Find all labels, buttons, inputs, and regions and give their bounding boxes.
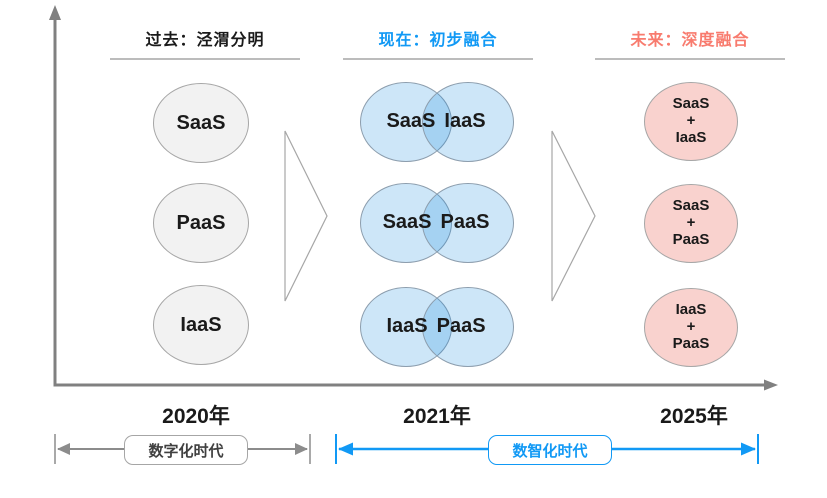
digital-intelligence-era-box: 数智化时代 (488, 435, 612, 465)
venn2-label: SaaS PaaS (346, 183, 526, 261)
merged2-plus: + (686, 214, 696, 232)
merged3-plus: + (686, 318, 696, 336)
blue-range-arrowhead-right-icon (741, 442, 756, 456)
y-axis-arrowhead-icon (49, 5, 61, 20)
gray-range-arrowhead-right-icon (295, 443, 308, 455)
transition-triangle-arrow-2 (551, 130, 596, 302)
digital-era-box: 数字化时代 (124, 435, 248, 465)
past-paas-circle: PaaS (153, 183, 249, 263)
venn3-right-label: PaaS (436, 314, 486, 337)
venn1-left-label: SaaS (386, 109, 436, 132)
merged3-line1: IaaS (675, 301, 707, 319)
venn1-right-label: IaaS (444, 109, 486, 132)
future-saas-paas-circle: SaaS + PaaS (644, 184, 738, 263)
venn1-right-circle (422, 82, 514, 162)
venn2-right-label: PaaS (440, 210, 490, 233)
merged1-plus: + (686, 112, 696, 130)
past-section-title: 过去：泾渭分明 (145, 32, 265, 49)
merged1-line1: SaaS (672, 95, 710, 113)
x-axis-arrowhead-icon (764, 379, 778, 391)
gray-range-arrowhead-left-icon (57, 443, 70, 455)
transition-triangle-arrow-1 (284, 130, 328, 302)
past-saas-label: SaaS (176, 111, 226, 134)
venn3-label: IaaS PaaS (346, 287, 526, 365)
year-label-2020: 2020年 (162, 405, 230, 428)
future-iaas-paas-circle: IaaS + PaaS (644, 288, 738, 367)
merged2-line1: SaaS (672, 197, 710, 215)
digital-intelligence-era-label: 数智化时代 (512, 442, 588, 460)
past-paas-label: PaaS (176, 211, 226, 234)
merged1-line3: IaaS (675, 128, 707, 146)
venn1-label: SaaS IaaS (346, 82, 526, 160)
year-label-2021: 2021年 (403, 405, 471, 428)
digital-era-label: 数字化时代 (148, 442, 224, 460)
blue-range-arrowhead-left-icon (338, 442, 353, 456)
present-section-title: 现在：初步融合 (378, 32, 498, 49)
past-iaas-label: IaaS (180, 313, 222, 336)
venn3-left-label: IaaS (386, 314, 428, 337)
year-label-2025: 2025年 (660, 405, 728, 428)
past-saas-circle: SaaS (153, 83, 249, 163)
future-section-title: 未来：深度融合 (630, 32, 750, 49)
venn3-right-circle (422, 287, 514, 367)
merged2-line3: PaaS (672, 230, 710, 248)
merged3-line3: PaaS (672, 334, 710, 352)
venn2-right-circle (422, 183, 514, 263)
past-iaas-circle: IaaS (153, 285, 249, 365)
venn2-left-label: SaaS (382, 210, 432, 233)
future-saas-iaas-circle: SaaS + IaaS (644, 82, 738, 161)
